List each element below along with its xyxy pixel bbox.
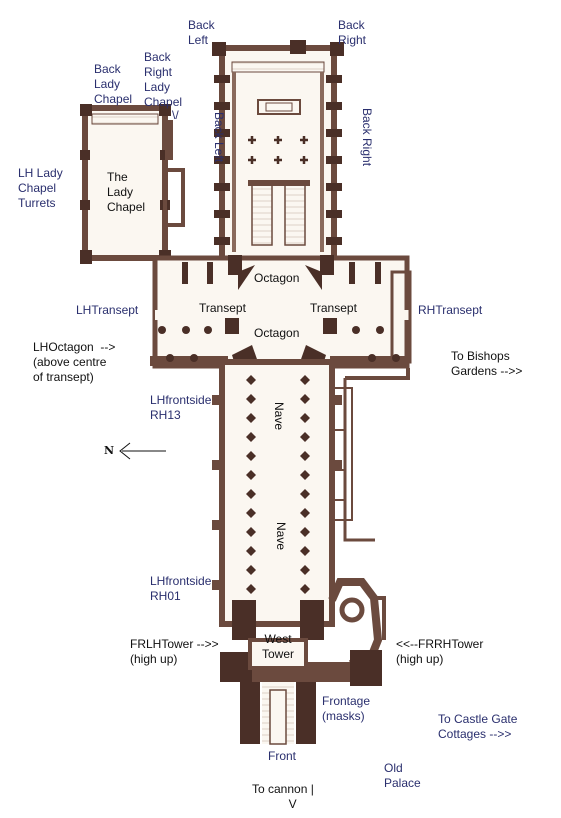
transept-pier — [158, 326, 166, 334]
nave-pier — [246, 470, 256, 480]
nave-pier — [300, 413, 310, 423]
presbytery-pier — [214, 210, 230, 218]
north-arrow-letter: N — [104, 444, 115, 457]
label-rh-transept: RHTransept — [418, 303, 483, 317]
label-nave-upper: Nave — [272, 402, 286, 431]
presbytery-pier — [326, 237, 342, 245]
presbytery-pier — [326, 75, 342, 83]
nave-pier — [300, 432, 310, 442]
nave-pier — [300, 394, 310, 404]
label-frontage: Frontage (masks) — [322, 694, 371, 723]
label-lh-transept: LHTransept — [76, 303, 139, 317]
transept-piers — [158, 262, 400, 362]
label-transept-left: Transept — [199, 301, 246, 315]
nave-pier — [300, 375, 310, 385]
presbytery-choir-plan — [212, 40, 344, 269]
nave-pier — [300, 508, 310, 518]
nave-pier — [246, 489, 256, 499]
label-octagon-lower: Octagon — [254, 326, 300, 340]
nave-pier — [246, 375, 256, 385]
transept-pier — [166, 354, 174, 362]
presbytery-piers — [214, 75, 342, 245]
label-fr-lh-tower: FRLHTower -->> (high up) — [130, 637, 219, 666]
pier-cross-marker — [300, 136, 308, 144]
nave-pier — [246, 527, 256, 537]
label-lh-frontside-rh01: LHfrontside RH01 — [150, 574, 212, 603]
label-to-bishops-gardens: To Bishops Gardens -->> — [451, 349, 523, 378]
nave-pier — [246, 451, 256, 461]
label-back-lady-chapel: Back Lady Chapel — [94, 62, 133, 106]
label-the-lady-chapel: The Lady Chapel — [107, 170, 146, 214]
label-old-palace: Old Palace — [384, 761, 421, 790]
label-to-cannon: To cannon | V — [252, 782, 314, 811]
presbytery-pier — [214, 183, 230, 191]
transepts-and-octagon-plan — [150, 255, 412, 369]
nave-pier — [300, 527, 310, 537]
label-back-right-lady-chapel: Back Right Lady Chapel — [144, 50, 183, 109]
transept-pier — [190, 354, 198, 362]
west-front-plan — [220, 600, 382, 745]
nave-pier — [246, 394, 256, 404]
nave-pier — [246, 432, 256, 442]
presbytery-pier — [214, 75, 230, 83]
label-west-tower: West Tower — [262, 632, 295, 661]
presbytery-pier — [326, 210, 342, 218]
label-back-left-side: Back Left — [212, 112, 226, 163]
nave-pier — [246, 565, 256, 575]
label-transept-right: Transept — [310, 301, 357, 315]
label-nave-lower: Nave — [274, 522, 288, 551]
nave-pier — [300, 451, 310, 461]
nave-pier — [246, 584, 256, 594]
label-octagon-upper: Octagon — [254, 271, 300, 285]
nave-pier — [300, 470, 310, 480]
pier-cross-marker — [274, 156, 282, 164]
transept-pier — [204, 326, 212, 334]
presbytery-cross-markers — [248, 136, 308, 164]
nave-pier — [246, 413, 256, 423]
transept-pier — [182, 326, 190, 334]
presbytery-pier — [326, 183, 342, 191]
transept-pier — [375, 262, 381, 284]
transept-pier — [352, 326, 360, 334]
presbytery-pier — [326, 129, 342, 137]
pier-cross-marker — [248, 136, 256, 144]
presbytery-pier — [214, 129, 230, 137]
nave-plan — [212, 359, 342, 627]
presbytery-pier — [214, 237, 230, 245]
transept-pier — [376, 326, 384, 334]
transept-pier — [182, 262, 188, 284]
presbytery-pier — [326, 102, 342, 110]
nave-pier — [246, 546, 256, 556]
nave-pier — [300, 565, 310, 575]
nave-piers — [246, 375, 310, 594]
pier-cross-marker — [248, 156, 256, 164]
nave-pier — [300, 584, 310, 594]
pier-cross-marker — [300, 156, 308, 164]
label-fr-rh-tower: <<--FRRHTower (high up) — [396, 637, 484, 666]
presbytery-pier — [214, 156, 230, 164]
north-arrow — [119, 442, 166, 460]
nave-pier — [300, 489, 310, 499]
transept-pier — [349, 262, 355, 284]
presbytery-pier — [214, 102, 230, 110]
label-lh-lady-chapel-turrets: LH Lady Chapel Turrets — [18, 166, 63, 210]
label-front: Front — [268, 749, 297, 763]
back-right-lady-chapel-marker: \/ — [172, 108, 179, 122]
presbytery-pier — [326, 156, 342, 164]
transept-pier — [207, 262, 213, 284]
label-back-right-side: Back Right — [360, 108, 374, 167]
label-lh-frontside-rh13: LHfrontside RH13 — [150, 393, 212, 422]
label-back-left-top: Back Left — [188, 18, 215, 47]
cloister-walls — [332, 368, 410, 542]
transept-pier — [368, 354, 376, 362]
pier-cross-marker — [274, 136, 282, 144]
nave-pier — [300, 546, 310, 556]
transept-pier — [392, 354, 400, 362]
label-back-right-top: Back Right — [338, 18, 367, 47]
label-lh-octagon: LHOctagon --> (above centre of transept) — [33, 340, 116, 384]
nave-pier — [246, 508, 256, 518]
label-to-castle-gate-cottages: To Castle Gate Cottages -->> — [438, 712, 518, 741]
